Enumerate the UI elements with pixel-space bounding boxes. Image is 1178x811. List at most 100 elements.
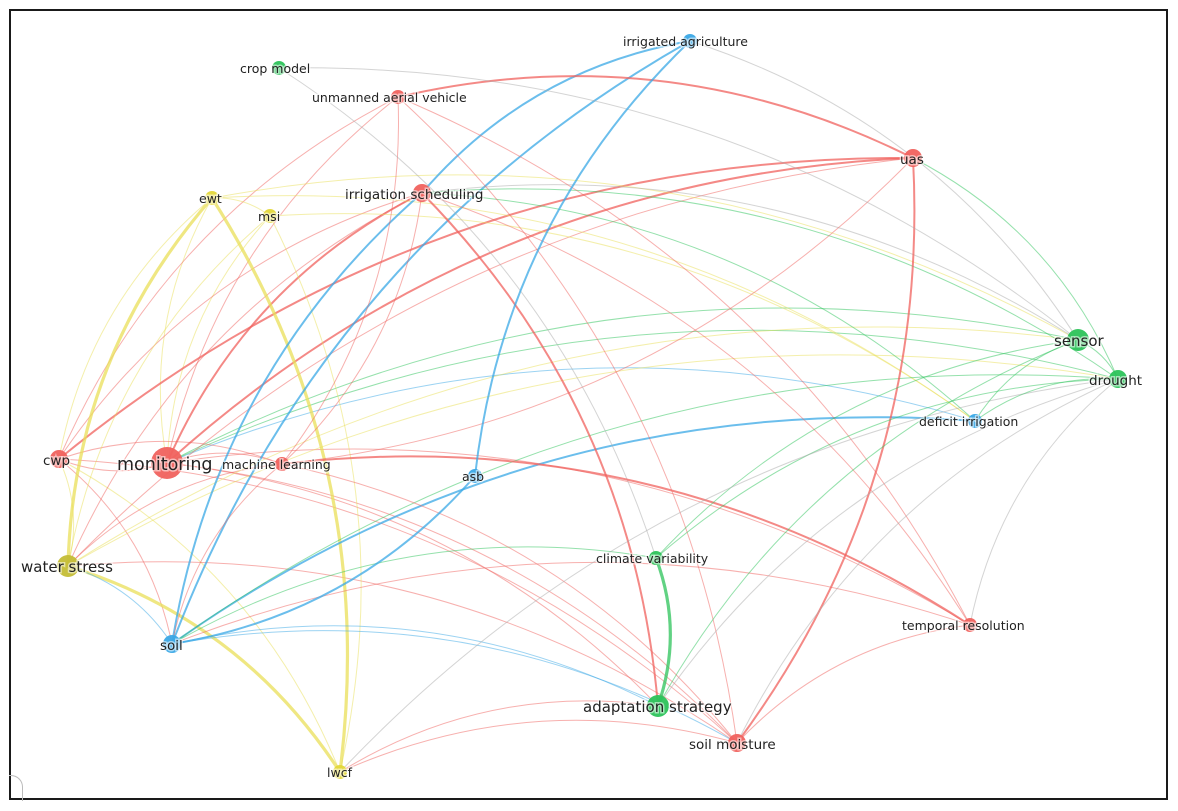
edge-soil-irrigated-agriculture: [171, 40, 691, 645]
edge-cwp-ewt: [58, 197, 213, 460]
edge-crop-model-sensor: [278, 67, 1079, 341]
label-adaptation-strategy: adaptation strategy: [583, 698, 732, 716]
edge-water-stress-soil-moisture: [67, 561, 738, 744]
edge-water-stress-ewt: [66, 196, 214, 567]
node-irrigated-agriculture[interactable]: [683, 34, 697, 48]
edge-cwp-machine-learning: [58, 440, 283, 465]
node-unmanned-aerial-vehicle[interactable]: [391, 90, 405, 104]
node-irrigation-scheduling[interactable]: [413, 184, 431, 202]
edge-lwcf-adaptation-strategy: [339, 700, 659, 773]
edge-msi-lwcf: [269, 215, 362, 773]
label-cwp: cwp: [43, 453, 70, 469]
edge-cwp-soil: [58, 458, 173, 645]
label-irrigation-scheduling: irrigation scheduling: [345, 187, 483, 203]
edge-soil-machine-learning: [171, 463, 283, 645]
node-crop-model[interactable]: [272, 61, 286, 75]
node-asb[interactable]: [468, 469, 482, 483]
edge-water-stress-irrigation-scheduling: [67, 192, 423, 567]
edge-ewt-lwcf: [210, 197, 350, 773]
label-drought: drought: [1089, 373, 1142, 389]
edge-soil-moisture-temporal-resolution: [736, 624, 971, 744]
edge-deficit-irrigation-drought: [974, 378, 1119, 422]
node-climate-variability[interactable]: [649, 551, 663, 565]
edge-irrigation-scheduling-temporal-resolution: [421, 192, 971, 626]
label-machine-learning: machine learning: [222, 457, 331, 472]
label-ewt: ewt: [199, 191, 222, 206]
label-uas: uas: [900, 152, 924, 168]
edge-temporal-resolution-drought: [969, 378, 1119, 626]
edge-soil-soil-moisture: [171, 630, 738, 744]
edge-water-stress-drought: [67, 354, 1119, 567]
edge-soil-climate-variability: [171, 546, 657, 645]
edge-adaptation-strategy-sensor: [657, 339, 1079, 707]
edge-monitoring-adaptation-strategy: [166, 462, 659, 707]
label-water-stress: water stress: [21, 558, 113, 576]
edge-monitoring-temporal-resolution: [166, 448, 971, 626]
node-soil-moisture[interactable]: [728, 734, 746, 752]
edge-asb-soil: [171, 475, 476, 645]
edge-monitoring-irrigation-scheduling: [166, 192, 423, 464]
edge-monitoring-drought: [166, 329, 1119, 464]
node-ewt[interactable]: [205, 191, 219, 205]
node-sensor[interactable]: [1067, 329, 1089, 351]
label-lwcf: lwcf: [327, 765, 353, 780]
node-layer: [50, 34, 1127, 779]
edge-irrigation-scheduling-adaptation-strategy: [421, 192, 659, 707]
edge-water-stress-machine-learning: [67, 463, 283, 567]
node-cwp[interactable]: [50, 450, 68, 468]
label-crop-model: crop model: [240, 61, 310, 76]
label-msi: msi: [258, 209, 280, 224]
edge-adaptation-strategy-drought: [657, 378, 1119, 707]
node-deficit-irrigation[interactable]: [968, 414, 982, 428]
edge-water-stress-soil: [67, 565, 173, 645]
edge-soil-moisture-drought: [736, 378, 1119, 744]
label-irrigated-agriculture: irrigated agriculture: [623, 34, 748, 49]
label-unmanned-aerial-vehicle: unmanned aerial vehicle: [312, 90, 467, 105]
edge-layer: [58, 40, 1119, 773]
node-drought[interactable]: [1109, 370, 1127, 388]
edge-uas-machine-learning: [281, 157, 914, 465]
label-monitoring: monitoring: [117, 455, 213, 475]
edge-irrigation-scheduling-sensor: [421, 184, 1079, 341]
edge-water-stress-msi: [67, 215, 271, 567]
label-soil-moisture: soil moisture: [689, 737, 776, 753]
node-msi[interactable]: [263, 209, 277, 223]
edge-soil-drought: [171, 374, 1119, 645]
edge-water-stress-lwcf: [67, 564, 342, 773]
edge-climate-variability-sensor: [655, 339, 1079, 559]
label-soil: soil: [160, 638, 183, 654]
node-temporal-resolution[interactable]: [963, 618, 977, 632]
edge-monitoring-deficit-irrigation: [166, 367, 976, 464]
edge-msi-deficit-irrigation: [269, 213, 976, 422]
node-machine-learning[interactable]: [275, 457, 289, 471]
edge-monitoring-unmanned-aerial-vehicle: [166, 96, 399, 464]
edge-uas-soil-moisture: [736, 157, 916, 744]
edge-soil-irrigation-scheduling: [171, 192, 423, 645]
node-uas[interactable]: [904, 149, 922, 167]
edge-cwp-unmanned-aerial-vehicle: [58, 96, 399, 460]
edge-monitoring-uas: [166, 157, 914, 464]
edge-unmanned-aerial-vehicle-machine-learning: [281, 96, 399, 465]
corner-handle: [9, 775, 23, 801]
edge-climate-variability-drought: [655, 378, 1119, 559]
edge-monitoring-ewt: [159, 197, 213, 464]
edge-uas-drought: [912, 157, 1119, 380]
node-soil[interactable]: [163, 635, 181, 653]
label-deficit-irrigation: deficit irrigation: [919, 414, 1018, 429]
edge-machine-learning-soil-moisture: [281, 463, 738, 744]
edge-asb-irrigated-agriculture: [474, 40, 691, 477]
node-water-stress[interactable]: [57, 555, 79, 577]
edge-irrigation-scheduling-machine-learning: [281, 192, 423, 465]
edge-unmanned-aerial-vehicle-temporal-resolution: [397, 96, 971, 626]
edge-irrigation-scheduling-deficit-irrigation: [421, 192, 976, 422]
edge-monitoring-soil-moisture: [166, 462, 738, 744]
node-monitoring[interactable]: [151, 447, 183, 479]
edge-climate-variability-adaptation-strategy: [654, 557, 672, 707]
node-adaptation-strategy[interactable]: [647, 695, 669, 717]
edge-soil-deficit-irrigation: [171, 416, 976, 645]
node-lwcf[interactable]: [333, 765, 347, 779]
edge-ewt-deficit-irrigation: [211, 195, 976, 422]
edge-crop-model-climate-variability: [278, 67, 657, 559]
label-sensor: sensor: [1054, 332, 1105, 350]
